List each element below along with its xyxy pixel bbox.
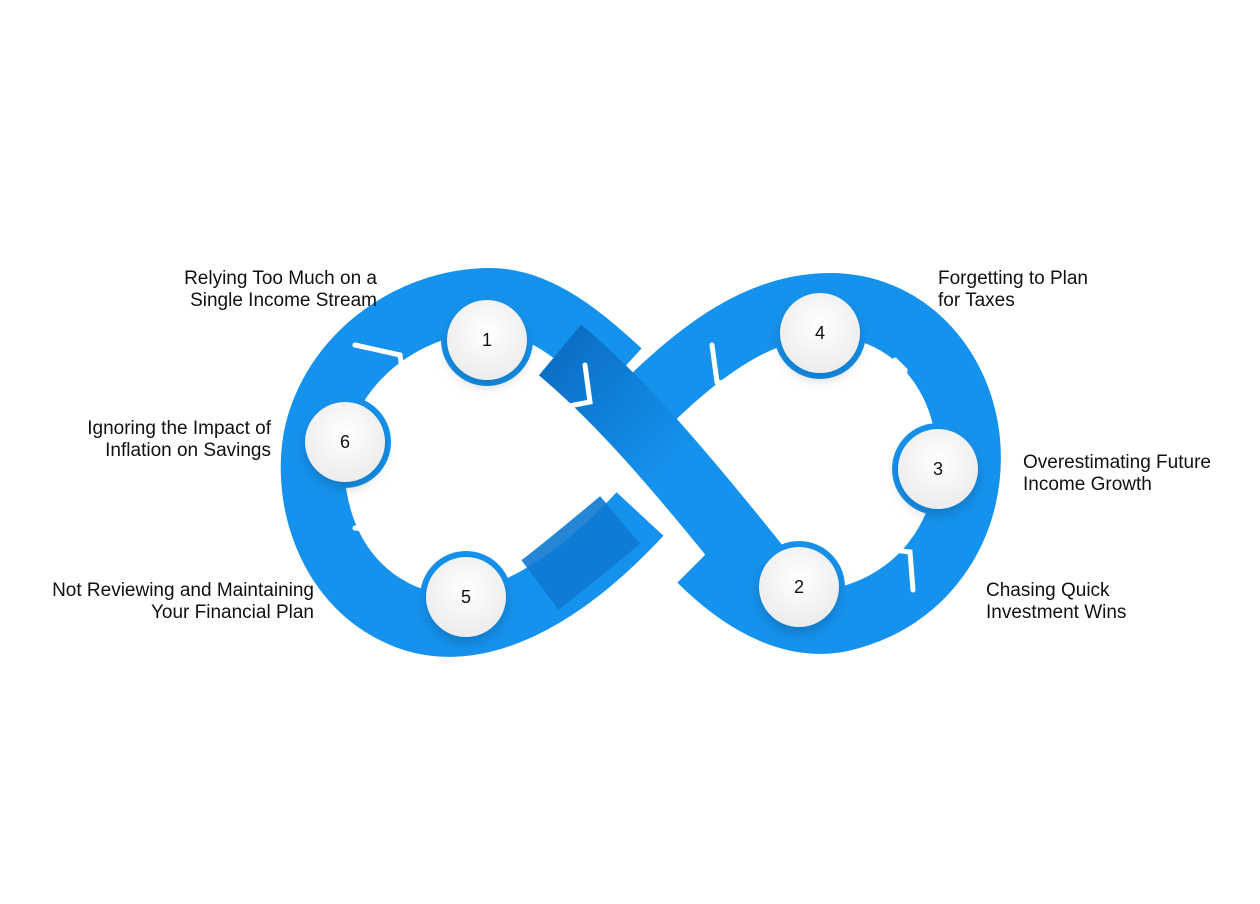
step-node-4: 4 [774, 287, 866, 379]
step-nodes: 1 2 3 4 5 6 [299, 287, 984, 643]
step-label-1: Relying Too Much on a Single Income Stre… [184, 268, 377, 311]
step-node-5: 5 [420, 551, 512, 643]
step-node-face [759, 547, 839, 627]
step-label-2: Chasing Quick Investment Wins [986, 580, 1127, 623]
crossing-band-back [521, 496, 640, 610]
step-number: 6 [340, 432, 350, 452]
step-node-1: 1 [441, 294, 533, 386]
step-label-4: Forgetting to Plan for Taxes [938, 268, 1088, 311]
step-node-2: 2 [753, 541, 845, 633]
step-number: 4 [815, 323, 825, 343]
step-node-face [447, 300, 527, 380]
step-node-face [426, 557, 506, 637]
segment-separators [352, 342, 916, 593]
step-node-face [780, 293, 860, 373]
step-label-6: Ignoring the Impact of Inflation on Savi… [87, 418, 271, 461]
step-number: 5 [461, 587, 471, 607]
step-node-face [898, 429, 978, 509]
step-number: 3 [933, 459, 943, 479]
step-number: 1 [482, 330, 492, 350]
step-node-6: 6 [299, 396, 391, 488]
step-number: 2 [794, 577, 804, 597]
step-node-3: 3 [892, 423, 984, 515]
step-label-3: Overestimating Future Income Growth [1023, 452, 1211, 495]
step-node-face [305, 402, 385, 482]
step-label-5: Not Reviewing and Maintaining Your Finan… [52, 580, 314, 623]
